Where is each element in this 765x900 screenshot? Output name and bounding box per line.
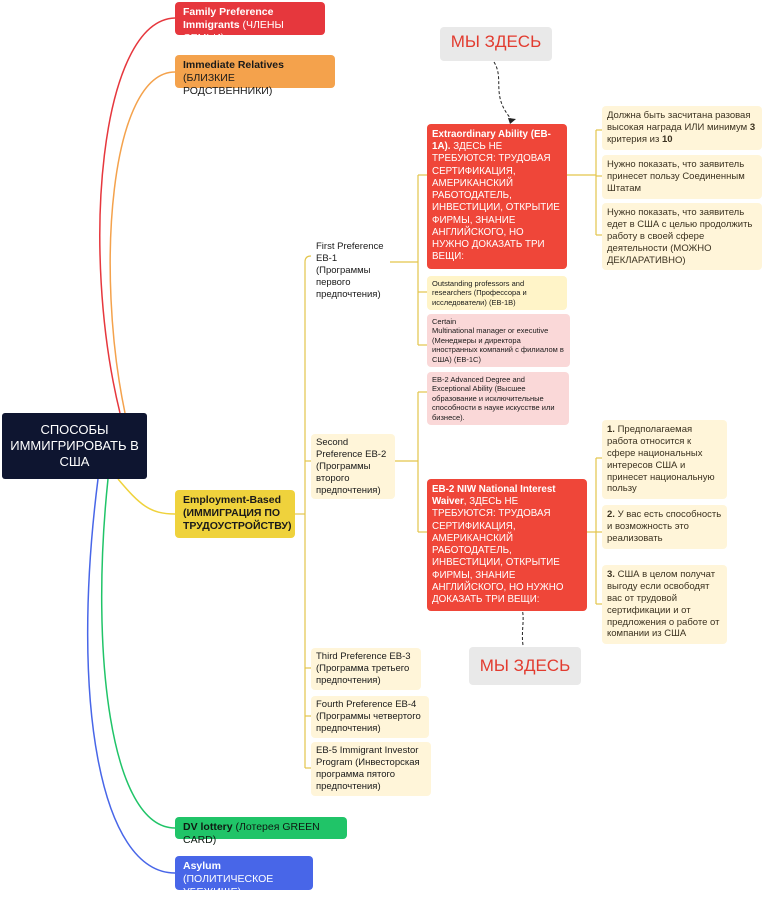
eb2-advanced-en: EB-2 Advanced Degree and Exceptional Abi… [432,375,525,394]
pref-fifth[interactable]: EB-5 Immigrant Investor Program (Инвесто… [311,742,431,796]
root-node[interactable]: СПОСОБЫ ИММИГРИРОВАТЬ В США [2,413,147,479]
pref-third-ru: (Программа третьего предпочтения) [316,662,410,686]
arrow-top [493,61,513,121]
eb1a-note-1-num1: 3 [749,121,756,133]
eb1b-outstanding[interactable]: Outstanding professors and researchers (… [427,276,567,311]
niw-note-2[interactable]: 2. У вас есть способность и возможность … [602,505,727,549]
pref-fourth-en: Fourth Preference EB-4 [316,699,417,710]
eb2-advanced-degree[interactable]: EB-2 Advanced Degree and Exceptional Abi… [427,372,569,425]
pref-third-en: Third Preference EB-3 [316,651,411,662]
eb1a-extraordinary-ability[interactable]: Extraordinary Ability (EB-1A). ЗДЕСЬ НЕ … [427,124,567,269]
niw-note-3-text: США в целом получат выгоду если освободя… [607,569,720,640]
niw-note-2-text: У вас есть способность и возможность это… [607,509,722,544]
family-label-ru: (ЧЛЕНЫ СЕМЬИ) [183,19,284,45]
connector-employment [117,478,176,515]
category-asylum[interactable]: Asylum (ПОЛИТИЧЕСКОЕ УБЕЖИЩЕ) [175,856,313,898]
dv-label-en: DV lottery [183,821,233,833]
pref-first[interactable]: First Preference EB-1 (Программы первого… [311,238,391,303]
relatives-label-ru: (БЛИЗКИЕ РОДСТВЕННИКИ) [183,72,273,98]
marker-we-are-here-top: МЫ ЗДЕСЬ [440,27,552,61]
eb2-advanced-ru: (Высшее образование и исключительные спо… [432,384,555,422]
pref-third[interactable]: Third Preference EB-3 (Программа третьег… [311,648,421,690]
category-employment[interactable]: Employment-Based (ИММИГРАЦИЯ ПО ТРУДОУСТ… [175,490,295,538]
niw-note-1-num: 1. [607,424,615,435]
marker-top-label: МЫ ЗДЕСЬ [450,32,542,51]
employment-label-ru: (ИММИГРАЦИЯ ПО ТРУДОУСТРОЙСТВУ) [183,507,292,533]
marker-we-are-here-bottom: МЫ ЗДЕСЬ [469,647,581,685]
pref-fourth-ru: (Программы четвертого предпочтения) [316,710,421,734]
root-label: СПОСОБЫ ИММИГРИРОВАТЬ В США [10,421,139,470]
pref-fifth-en: EB-5 Immigrant Investor Program [316,745,419,768]
eb2-niw[interactable]: EB-2 NIW National Interest Waiver, ЗДЕСЬ… [427,479,587,612]
category-relatives[interactable]: Immediate Relatives (БЛИЗКИЕ РОДСТВЕННИК… [175,55,335,97]
niw-note-2-num: 2. [607,509,615,520]
category-dv-lottery[interactable]: DV lottery (Лотерея GREEN CARD) [175,817,347,846]
eb1c-line1: Certain [432,317,457,326]
eb1a-note-2-text: Нужно показать, что заявитель принесет п… [607,159,745,194]
connector-family [99,17,176,414]
eb1b-ru: (Профессора и исследователи) (EB-1B) [432,288,527,307]
eb1b-en: Outstanding professors and researchers [432,279,525,298]
pref-second-en: Second Preference EB-2 [316,437,387,460]
eb1c-ru: (Менеджеры и директора иностранных компа… [432,335,564,364]
eb1c-multinational[interactable]: Certain Multinational manager or executi… [427,314,570,367]
connector-relatives [109,71,176,414]
eb1a-note-1-text: Должна быть засчитана разовая высокая на… [607,110,751,133]
niw-note-3[interactable]: 3. США в целом получат выгоду если освоб… [602,565,727,645]
niw-note-1-text: Предполагаемая работа относится к сфере … [607,424,715,495]
pref-first-en: First Preference EB-1 [316,241,384,264]
niw-note-3-num: 3. [607,569,615,580]
eb2-niw-title: EB-2 NIW National Interest Waiver [432,484,556,508]
pref-second[interactable]: Second Preference EB-2 (Программы второг… [311,434,395,500]
eb1a-title: Extraordinary Ability (EB-1A). [432,129,551,153]
eb2-niw-body: , ЗДЕСЬ НЕ ТРЕБУЮТСЯ: ТРУДОВАЯ СЕРТИФИКА… [432,496,564,606]
eb1a-note-3[interactable]: Нужно показать, что заявитель едет в США… [602,203,762,271]
relatives-label-en: Immediate Relatives [183,59,284,71]
category-family[interactable]: Family Preference Immigrants (ЧЛЕНЫ СЕМЬ… [175,2,325,44]
eb1a-note-3-text: Нужно показать, что заявитель едет в США… [607,207,753,266]
pref-first-ru: (Программы первого предпочтения) [316,264,381,300]
marker-bottom-label: МЫ ЗДЕСЬ [479,656,571,675]
dv-label-ru: (Лотерея GREEN CARD) [183,821,320,847]
pref-fifth-ru: (Инвесторская программа пятого предпочте… [316,756,420,792]
pref-fourth[interactable]: Fourth Preference EB-4 (Программы четвер… [311,696,429,738]
eb1c-line2: Multinational manager or executive [432,326,549,336]
niw-note-1[interactable]: 1. Предполагаемая работа относится к сфе… [602,420,727,500]
employment-label-en: Employment-Based [183,494,282,506]
eb1a-note-2[interactable]: Нужно показать, что заявитель принесет п… [602,155,762,199]
pref-second-ru: (Программы второго предпочтения) [316,460,381,496]
eb1a-note-1-mid: критерия из [607,133,660,145]
connector-dv [100,478,176,829]
family-label-en: Family Preference Immigrants [183,6,274,32]
eb1a-note-1[interactable]: Должна быть засчитана разовая высокая на… [602,106,762,150]
asylum-label-ru: (ПОЛИТИЧЕСКОЕ УБЕЖИЩЕ) [183,873,274,899]
eb1a-note-1-num2: 10 [661,133,673,145]
asylum-label-en: Asylum [183,860,221,872]
eb1a-body: ЗДЕСЬ НЕ ТРЕБУЮТСЯ: ТРУДОВАЯ СЕРТИФИКАЦИ… [432,141,560,263]
connector-asylum [86,478,176,874]
